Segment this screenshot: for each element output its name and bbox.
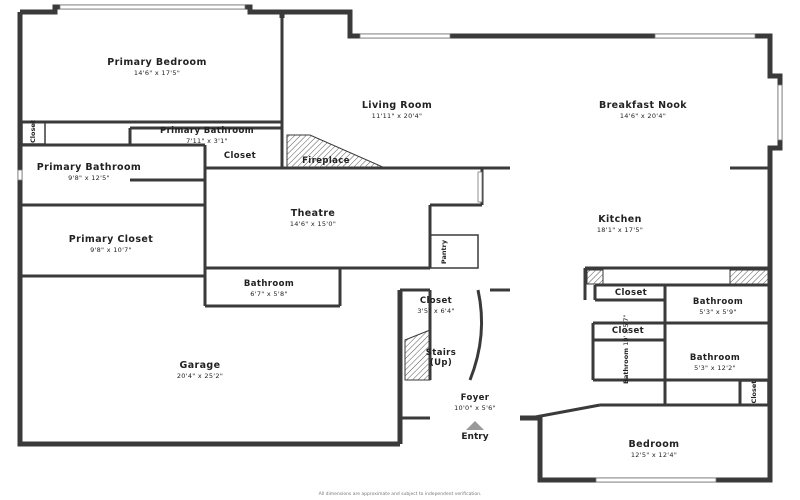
room-living-room: Living Room 11'11" x 20'4" <box>361 100 433 120</box>
label-closet-primary: Closet <box>223 151 257 161</box>
room-primary-closet: Primary Closet 9'8" x 10'7" <box>68 234 154 254</box>
label-pantry: Pantry <box>440 239 448 265</box>
room-bathroom-small-name: Bathroom <box>622 348 630 384</box>
closet-left-box <box>21 121 46 145</box>
label-stairs: Stairs (Up) <box>425 348 457 368</box>
fireplace-hatch <box>286 134 386 169</box>
pantry-box <box>429 234 479 269</box>
label-fireplace: Fireplace <box>302 156 350 166</box>
label-closet-left-text: Closet <box>29 120 37 143</box>
kitchen-hatch-left <box>586 269 604 285</box>
stairs-graphic <box>404 289 484 381</box>
room-primary-bathroom-small: Primary Bathroom 7'11" x 3'1" <box>159 126 255 145</box>
room-bathroom-mid: Bathroom 6'7" x 5'8" <box>243 279 295 298</box>
room-primary-bedroom: Primary Bedroom 14'6" x 17'5" <box>107 57 207 77</box>
room-kitchen: Kitchen 18'1" x 17'5" <box>596 214 644 234</box>
label-closet-kitchen: Closet <box>614 288 648 298</box>
room-foyer: Foyer 10'0" x 5'6" <box>454 393 496 412</box>
room-primary-bathroom: Primary Bathroom 9'8" x 12'5" <box>36 162 142 182</box>
label-closet-bottom-right: Closet <box>750 380 758 404</box>
label-pantry-text: Pantry <box>440 239 448 265</box>
entry-arrow-icon <box>466 421 484 430</box>
room-closet-foyer: Closet 3'5" x 6'4" <box>417 296 455 315</box>
room-bathroom-upper: Bathroom 5'3" x 5'9" <box>692 297 744 316</box>
disclaimer-text: All dimensions are approximate and subje… <box>318 492 482 497</box>
room-bathroom-lower: Bathroom 5'3" x 12'2" <box>689 353 741 372</box>
room-garage: Garage 20'4" x 25'2" <box>176 360 224 380</box>
kitchen-hatch-right <box>729 269 769 285</box>
label-entry: Entry <box>461 432 489 442</box>
windows <box>17 4 783 483</box>
room-bedroom: Bedroom 12'5" x 12'4" <box>628 439 680 459</box>
label-closet-bath: Closet <box>611 326 645 336</box>
room-breakfast-nook: Breakfast Nook 14'6" x 20'4" <box>598 100 688 120</box>
room-bathroom-small: Bathroom 10' x 5'7" <box>622 315 630 384</box>
room-theatre: Theatre 14'6" x 15'0" <box>289 208 337 228</box>
label-closet-left: Closet <box>29 120 37 143</box>
closet-bottom-right-box <box>739 380 769 406</box>
label-closet-bottom-right-text: Closet <box>750 380 758 404</box>
